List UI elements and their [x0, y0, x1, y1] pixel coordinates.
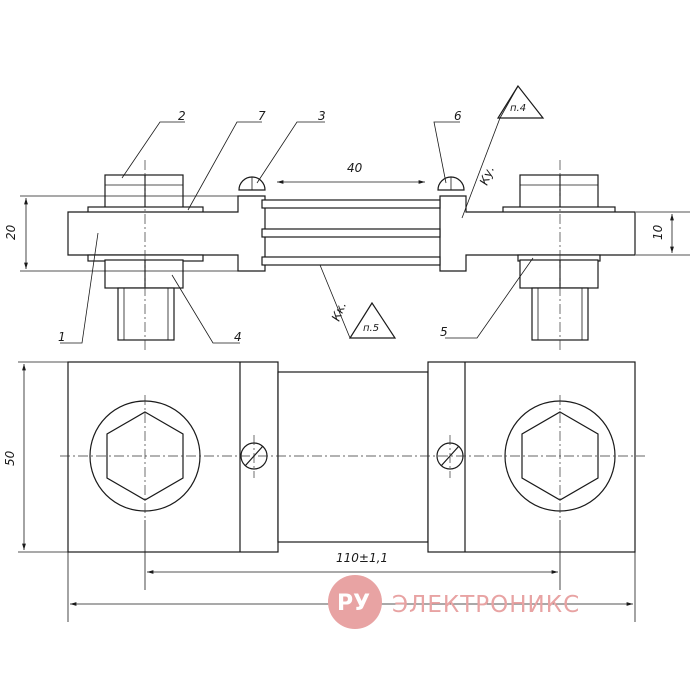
part-label-7: 7: [258, 109, 266, 123]
left-nut: [104, 259, 184, 289]
triangle-bottom: [348, 301, 397, 339]
top-triangle-label: п.4: [510, 103, 526, 114]
watermark: РУ ЭЛЕКТРОНИКС: [328, 575, 580, 629]
front-view: [67, 160, 636, 352]
dim-width-50: 50: [3, 450, 17, 466]
dim-span-110: 110±1,1: [336, 551, 388, 565]
left-bolt-head: [104, 174, 184, 209]
dim-height-10: 10: [651, 224, 665, 240]
part-callouts: 2 7 3 6 1 4 5: [58, 109, 534, 344]
dim-height-20: 20: [4, 224, 18, 240]
part-label-2: 2: [178, 109, 186, 123]
left-block: [67, 361, 279, 553]
plan-view: [60, 361, 645, 553]
part-label-1: 1: [58, 330, 66, 344]
left-screw-head: [238, 176, 266, 191]
right-bolt-head: [519, 174, 599, 209]
right-block: [427, 361, 636, 553]
right-nut: [519, 259, 599, 289]
middle-plate: [277, 371, 429, 543]
tolerance-marks: п.4 Ку. п.5 Кк.: [319, 84, 545, 339]
watermark-logo: РУ: [337, 591, 370, 616]
triangle-top: [496, 84, 545, 119]
part-label-5: 5: [440, 325, 448, 339]
bottom-triangle-label: п.5: [363, 323, 379, 334]
bottom-mark-label: Кк.: [329, 300, 349, 323]
part-label-3: 3: [318, 109, 326, 123]
watermark-text: ЭЛЕКТРОНИКС: [392, 592, 580, 618]
left-bolt-thread: [117, 287, 175, 341]
part-label-4: 4: [234, 330, 242, 344]
watermark-logo-circle: [328, 575, 382, 629]
dim-gap-40: 40: [347, 161, 363, 175]
resistive-plates: [261, 199, 441, 266]
right-screw-head: [437, 176, 465, 191]
part-label-6: 6: [454, 109, 462, 123]
right-terminal: [439, 195, 636, 272]
top-mark-label: Ку.: [477, 164, 497, 187]
